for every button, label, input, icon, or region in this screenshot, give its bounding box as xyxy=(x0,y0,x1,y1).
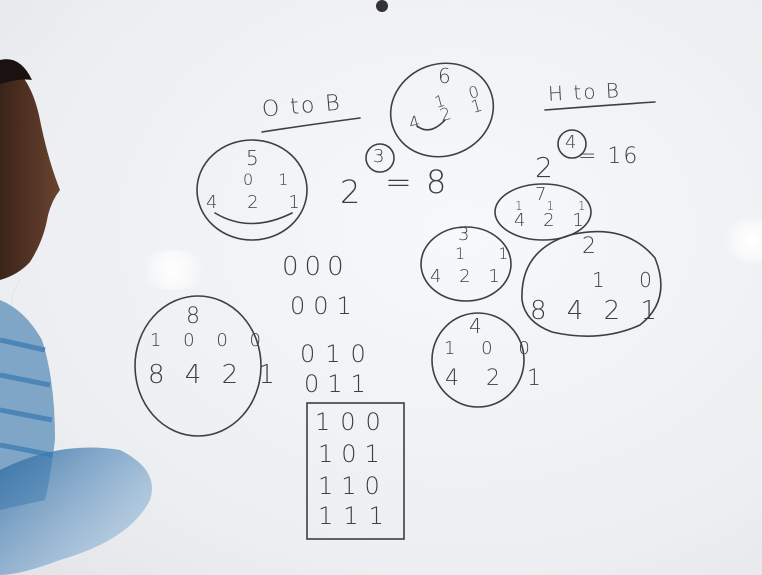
circle-7-bits: 1 1 1 xyxy=(515,199,596,213)
light-glare-right xyxy=(722,218,762,263)
power-circle-3 xyxy=(365,143,395,173)
pin-dot xyxy=(376,0,388,12)
circle-5-outline xyxy=(196,139,308,241)
presenter-hair xyxy=(0,59,32,84)
binary-row-4: 011 xyxy=(304,370,374,398)
circle-4-weights: 4 2 1 xyxy=(445,366,551,391)
circle-5-weights: 4 2 1 xyxy=(206,192,312,213)
exp-left-base: 2 xyxy=(340,173,363,211)
circle-6-outline xyxy=(389,62,495,158)
circle-4-outline xyxy=(431,312,525,408)
boxed-row-3: 110 xyxy=(318,472,388,500)
exp-left-result: = 8 xyxy=(385,163,449,201)
circle-3-bits: 1 1 xyxy=(455,244,523,263)
circle-4-bits: 1 0 0 xyxy=(444,338,540,359)
smile-arc-6 xyxy=(416,119,446,131)
circle-2-digit: 2 xyxy=(582,234,598,259)
boxed-row-1: 100 xyxy=(315,408,391,436)
circle-8-weights: 8 4 2 1 xyxy=(148,360,281,390)
exp-right-base: 2 xyxy=(535,151,555,184)
earphone-wire xyxy=(10,279,21,306)
binary-row-1: 000 xyxy=(282,252,350,282)
circle-8-outline xyxy=(134,295,262,437)
power-circle-4 xyxy=(557,129,587,159)
boxed-row-4: 111 xyxy=(318,502,394,530)
boxed-rows-outline xyxy=(306,402,405,540)
light-glare-left xyxy=(138,250,208,290)
boxed-row-2: 101 xyxy=(318,440,388,468)
exp-right-result: = 16 xyxy=(578,144,640,169)
underline-o-to-b xyxy=(261,117,361,133)
circle-2-outline xyxy=(521,230,662,337)
circle-5-digit: 5 xyxy=(246,146,261,170)
circle-8-digit: 8 xyxy=(186,304,202,329)
circle-2-bits: 1 0 xyxy=(592,268,666,292)
exp-left-power: 3 xyxy=(373,146,387,167)
circle-8-bits: 1 0 0 0 xyxy=(150,330,269,351)
smile-arc-5 xyxy=(214,212,293,225)
circle-5-bits: 0 1 xyxy=(243,170,299,189)
binary-row-2: 001 xyxy=(290,292,360,320)
circle-7-outline xyxy=(494,183,592,241)
circle-3-digit: 3 xyxy=(458,224,472,245)
binary-row-3: 010 xyxy=(300,340,376,368)
circle-4-digit: 4 xyxy=(469,314,484,338)
presenter-head xyxy=(0,60,60,280)
presenter-arm-blur xyxy=(0,447,152,575)
circle-6-digit: 6 xyxy=(438,64,453,88)
circle-7-digit: 7 xyxy=(535,184,549,205)
circle-3-weights: 4 2 1 xyxy=(430,266,506,287)
circle-7-weights: 4 2 1 xyxy=(514,210,590,231)
exp-right-power: 4 xyxy=(565,132,579,153)
underline-h-to-b xyxy=(544,101,656,111)
circle-3-outline xyxy=(420,226,512,302)
circle-2-weights: 8 4 2 1 xyxy=(530,296,663,326)
